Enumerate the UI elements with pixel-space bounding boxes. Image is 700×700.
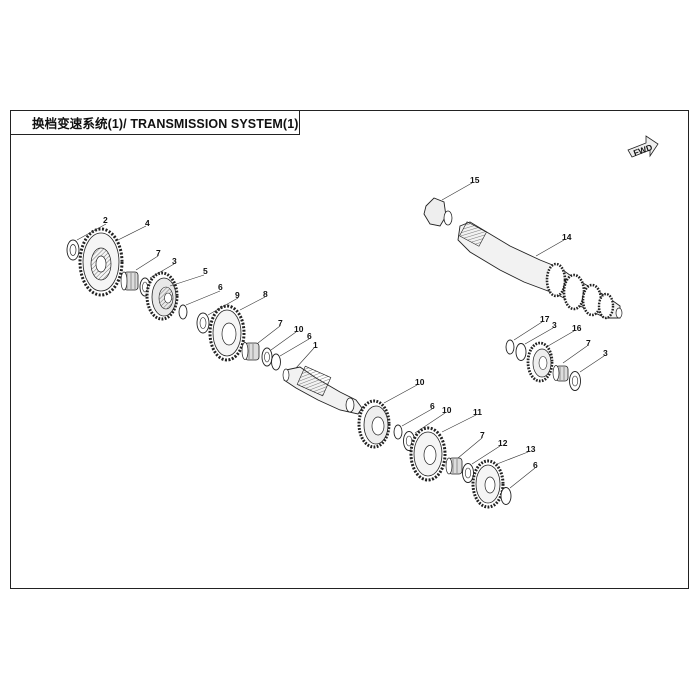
callout-5: 5 xyxy=(203,266,208,276)
bearing-part-7b xyxy=(241,342,260,361)
callout-10a: 9 xyxy=(235,290,240,300)
callout-13: 13 xyxy=(526,444,536,454)
diagram-frame xyxy=(10,110,689,589)
callout-14: 14 xyxy=(562,232,572,242)
callout-9: 10 xyxy=(415,377,425,387)
callout-3c: 3 xyxy=(603,348,608,358)
ring-part-6b xyxy=(271,353,281,371)
callout-3b: 3 xyxy=(552,320,557,330)
gear-part-11 xyxy=(409,426,447,482)
nut-part-15 xyxy=(423,197,453,227)
gear-part-13 xyxy=(471,459,505,509)
gear-part-5 xyxy=(145,271,179,321)
gear-part-9 xyxy=(357,399,391,449)
callout-1: 1 xyxy=(313,340,318,350)
callout-labels: 2 4 7 3 5 6 9 8 7 10 6 1 10 6 10 11 7 12… xyxy=(103,175,608,470)
callout-10b: 10 xyxy=(294,324,304,334)
gear-part-4 xyxy=(78,227,124,297)
callout-2: 2 xyxy=(103,215,108,225)
bearing-part-7d xyxy=(552,365,569,382)
callout-6b: 6 xyxy=(307,331,312,341)
callout-8: 8 xyxy=(263,289,268,299)
washer-part-10b xyxy=(261,347,273,367)
gear-part-16 xyxy=(526,341,554,383)
page-title: 换档变速系统(1)/ TRANSMISSION SYSTEM(1) xyxy=(32,116,299,131)
washer-part-2 xyxy=(66,239,80,261)
bearing-part-7a xyxy=(120,271,139,291)
fwd-arrow-icon: FWD xyxy=(627,135,659,158)
countershaft-part-14 xyxy=(457,221,623,320)
callout-6d: 6 xyxy=(533,460,538,470)
washer-part-10a xyxy=(196,312,210,334)
callout-7b: 7 xyxy=(278,318,283,328)
washer-part-10c xyxy=(403,431,415,451)
callout-15: 15 xyxy=(470,175,480,185)
callout-17: 17 xyxy=(540,314,550,324)
callout-7a: 7 xyxy=(156,248,161,258)
gear-part-8 xyxy=(208,304,246,362)
ring-part-6a xyxy=(178,304,188,320)
callout-11: 11 xyxy=(473,407,482,417)
leader-lines xyxy=(76,182,605,489)
ring-part-6c xyxy=(393,424,403,440)
title-box: 换档变速系统(1)/ TRANSMISSION SYSTEM(1) xyxy=(10,110,300,135)
callout-6c: 6 xyxy=(430,401,435,411)
callout-10c: 10 xyxy=(442,405,452,415)
bearing-part-7c xyxy=(445,457,463,475)
callout-4: 4 xyxy=(145,218,150,228)
ring-part-17 xyxy=(505,339,527,361)
main-shaft-part-1 xyxy=(282,365,363,415)
ring-part-6d xyxy=(500,487,512,505)
washer-part-3c xyxy=(569,371,581,391)
callout-7c: 7 xyxy=(480,430,485,440)
callout-3a: 3 xyxy=(172,256,177,266)
callout-7d: 7 xyxy=(586,338,591,348)
callout-6a: 6 xyxy=(218,282,223,292)
callout-12: 12 xyxy=(498,438,508,448)
callout-16: 16 xyxy=(572,323,582,333)
